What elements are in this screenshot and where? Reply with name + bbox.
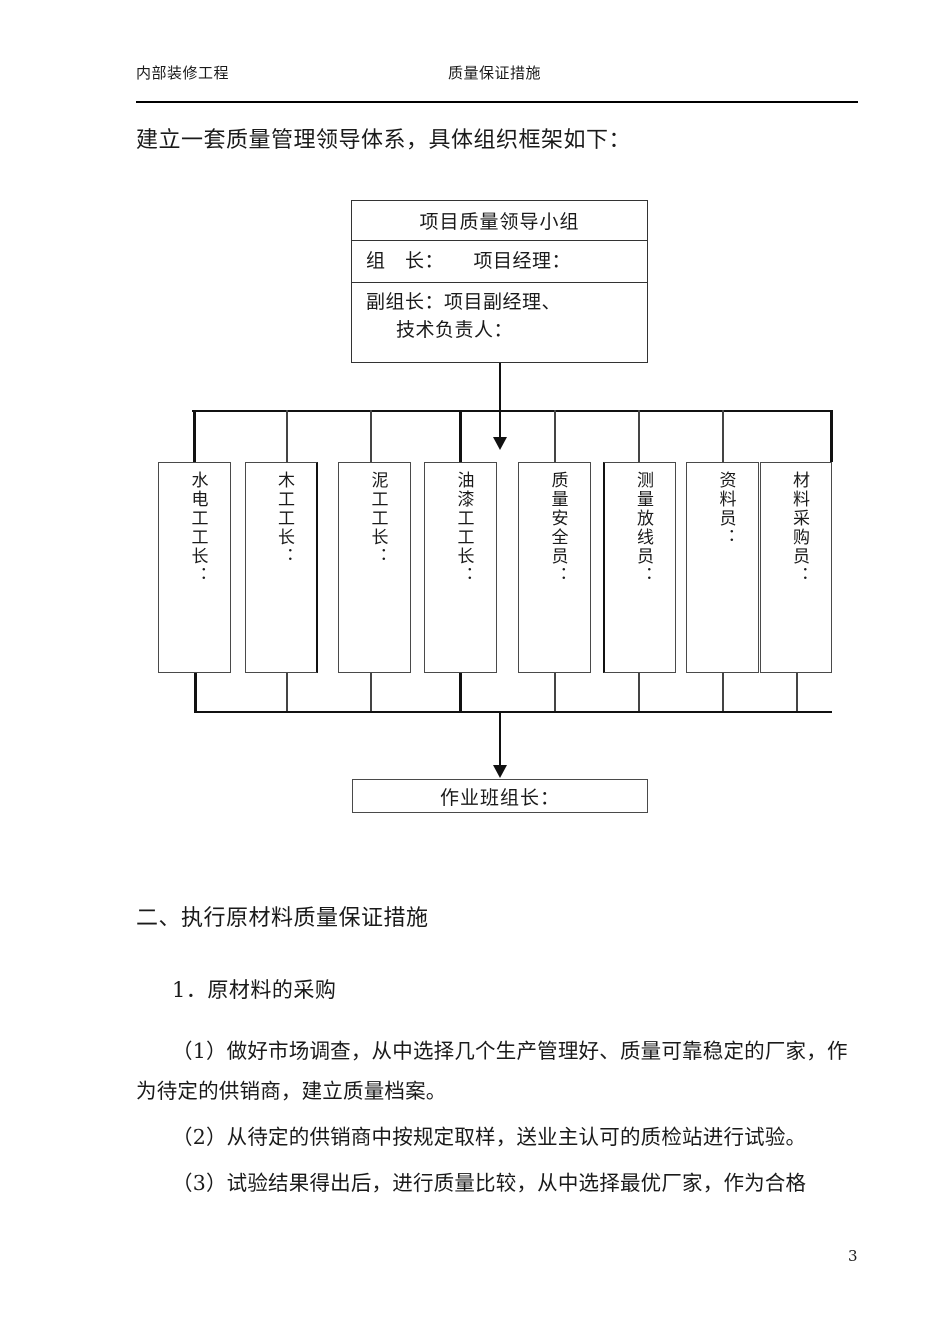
org-role-box-2: 木工工长： — [245, 462, 318, 673]
org-top-box-title: 项目质量领导小组 — [419, 211, 580, 233]
org-role-label-3: 泥工工长： — [367, 471, 388, 566]
connector-riser-4 — [459, 673, 462, 713]
connector-drop-1 — [193, 410, 196, 462]
section-heading-2: 二、执行原材料质量保证措施 — [136, 906, 429, 931]
connector-riser-2 — [286, 673, 288, 713]
paragraph-1: （1）做好市场调查，从中选择几个生产管理好、质量可靠稳定的厂家，作为待定的供销商… — [136, 1039, 848, 1103]
paragraph-3: （3）试验结果得出后，进行质量比较，从中选择最优厂家，作为合格 — [172, 1170, 807, 1195]
org-role-box-1: 水电工工长： — [158, 462, 231, 673]
org-role-box-6: 测量放线员： — [603, 462, 676, 673]
org-bottom-box: 作业班组长： — [352, 779, 648, 813]
org-bottom-box-label: 作业班组长： — [439, 786, 560, 809]
intro-paragraph: 建立一套质量管理领导体系，具体组织框架如下： — [136, 128, 632, 153]
connector-riser-7 — [722, 673, 724, 713]
org-chart: 项目质量领导小组 组 长： 项目经理： 副组长：项目副经理、 技术负责人： — [158, 200, 833, 813]
running-header: 内部装修工程 质量保证措施 — [136, 62, 858, 94]
org-top-box-deputy-text-2: 技术负责人： — [396, 318, 514, 341]
page-number: 3 — [848, 1247, 858, 1265]
org-top-box-deputy-row: 副组长：项目副经理、 技术负责人： — [352, 283, 647, 361]
org-top-box-title-row: 项目质量领导小组 — [352, 201, 647, 241]
org-role-label-8: 材料采购员： — [789, 471, 809, 585]
org-role-label-2: 木工工长： — [274, 471, 294, 566]
connector-bus-upper — [192, 410, 832, 412]
connector-riser-6 — [638, 673, 640, 713]
org-role-box-8: 材料采购员： — [760, 462, 832, 673]
connector-drop-4 — [459, 410, 462, 462]
org-top-box-leader-row: 组 长： 项目经理： — [352, 241, 647, 283]
body-content: 二、执行原材料质量保证措施 1．原材料的采购 （1）做好市场调查，从中选择几个生… — [136, 900, 858, 1210]
connector-drop-5 — [554, 410, 556, 462]
connector-stem-top — [499, 363, 501, 411]
arrow-down-upper-icon — [493, 437, 507, 450]
org-role-label-6: 测量放线员： — [633, 471, 653, 585]
org-role-label-5: 质量安全员： — [547, 471, 568, 585]
connector-riser-3 — [370, 673, 372, 713]
connector-drop-3 — [370, 410, 372, 462]
header-center-text: 质量保证措施 — [448, 64, 542, 82]
connector-stem-center-arrow-line — [499, 410, 501, 440]
org-role-label-4: 油漆工工长： — [453, 471, 474, 585]
org-top-box-leader-text: 组 长： 项目经理： — [366, 249, 572, 272]
connector-bus-lower — [194, 711, 832, 713]
connector-drop-6 — [638, 410, 640, 462]
org-role-label-7: 资料员： — [715, 471, 736, 547]
org-top-box: 项目质量领导小组 组 长： 项目经理： 副组长：项目副经理、 技术负责人： — [351, 200, 648, 363]
header-left-text: 内部装修工程 — [136, 64, 230, 82]
connector-drop-2 — [286, 410, 288, 462]
org-role-box-3: 泥工工长： — [338, 462, 411, 673]
connector-riser-8 — [796, 673, 798, 713]
connector-riser-5 — [554, 673, 556, 713]
org-role-box-4: 油漆工工长： — [424, 462, 497, 673]
connector-drop-7 — [722, 410, 724, 462]
org-role-label-1: 水电工工长： — [187, 471, 208, 585]
paragraph-2: （2）从待定的供销商中按规定取样，送业主认可的质检站进行试验。 — [172, 1124, 807, 1149]
connector-riser-1 — [194, 673, 197, 713]
arrow-down-lower-icon — [493, 765, 507, 778]
header-divider-rule — [136, 101, 858, 103]
connector-stem-bottom — [499, 711, 501, 767]
org-role-box-5: 质量安全员： — [518, 462, 591, 673]
connector-drop-8 — [830, 410, 833, 462]
section-subheading-1: 1．原材料的采购 — [172, 978, 337, 1002]
org-top-box-deputy-text-1: 副组长：项目副经理、 — [366, 291, 562, 313]
org-role-box-7: 资料员： — [686, 462, 759, 673]
